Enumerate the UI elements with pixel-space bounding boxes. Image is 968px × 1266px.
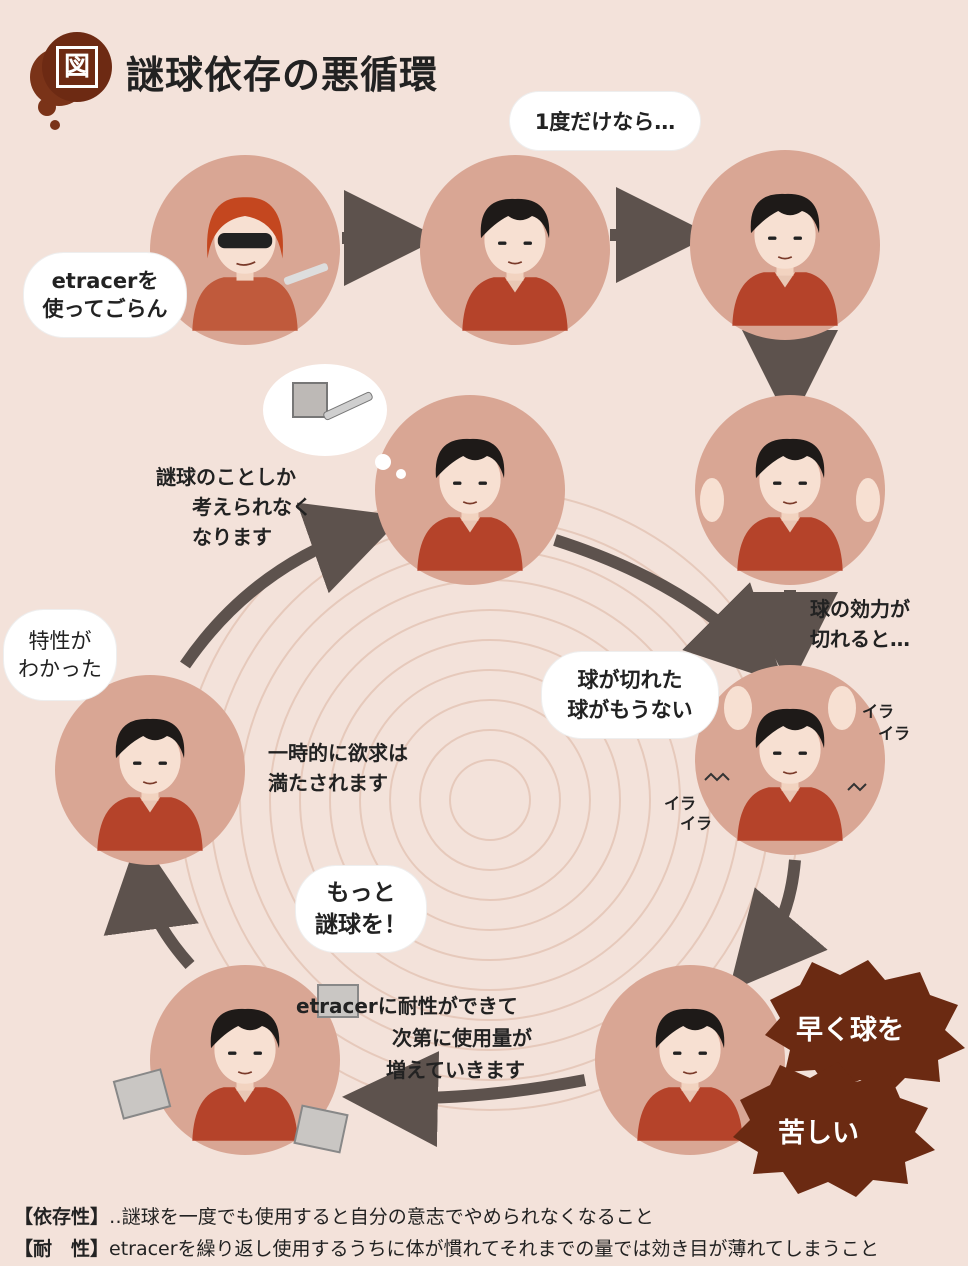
wearoff-line-1: 球の効力が — [810, 597, 910, 621]
ira-label-1: イラ — [862, 702, 895, 721]
footnote-dependence-text: ‥謎球を一度でも使用すると自分の意志でやめられなくなること — [109, 1206, 654, 1228]
footnote-tolerance: 【耐 性】etracerを繰り返し使用するうちに体が慣れてそれまでの量では効き目… — [14, 1234, 879, 1261]
speech-bubble-found: 特性が わかった — [4, 610, 116, 700]
footnote-tolerance-text: etracerを繰り返し使用するうちに体が慣れてそれまでの量では効き目が薄れてし… — [109, 1238, 879, 1260]
ira-label-3: イラ — [664, 794, 697, 813]
page-title: 謎球依存の悪循環 — [126, 53, 439, 97]
burst-shapes — [733, 960, 965, 1197]
stage-satisfied-circle — [55, 675, 245, 865]
title-badge: 図 — [42, 32, 112, 102]
obsessed-line-3: なります — [192, 525, 272, 549]
speech-bubble-out: 球が切れた 球がもうない — [542, 652, 718, 738]
tolerance-line-1: etracerに耐性ができて — [296, 994, 518, 1018]
burst-suffering-label: 苦しい — [778, 1118, 859, 1149]
stage-craving-circle — [695, 395, 885, 585]
stage-obsessed-circle — [375, 395, 565, 585]
found-line-2: わかった — [18, 657, 102, 681]
found-line-1: 特性が — [28, 629, 92, 653]
stage-use-circle — [690, 150, 880, 340]
satisfied-line-2: 満たされます — [268, 771, 388, 795]
try-once-text: 1度だけなら… — [534, 110, 676, 134]
caption-obsessed: 謎球のことしか 考えられなく なります — [156, 462, 312, 552]
out-line-1: 球が切れた — [577, 668, 683, 692]
satisfied-line-1: 一時的に欲求は — [268, 741, 408, 765]
top-arrows — [342, 187, 838, 688]
stage-irritated-circle — [695, 665, 885, 855]
caption-tolerance: etracerに耐性ができて 次第に使用量が 増えていきます — [296, 990, 532, 1086]
tolerance-line-3: 増えていきます — [386, 1058, 525, 1082]
thought-bubble — [263, 364, 406, 479]
burst-hurry-label: 早く球を — [796, 1015, 904, 1046]
footnote-tolerance-label: 【耐 性】 — [14, 1238, 110, 1260]
speech-bubble-try-once: 1度だけなら… — [510, 92, 700, 150]
obsessed-line-2: 考えられなく — [192, 495, 312, 519]
stage-tolerance-circle — [112, 965, 359, 1155]
stage-withdrawal-circle — [595, 965, 785, 1155]
ira-label-2: イラ — [878, 724, 911, 743]
footnote-dependence-label: 【依存性】 — [14, 1206, 110, 1228]
more-line-2: 謎球を！ — [315, 912, 407, 938]
out-line-2: 球がもうない — [567, 698, 693, 722]
ira-label-4: イラ — [680, 814, 713, 833]
caption-satisfied: 一時的に欲求は 満たされます — [268, 738, 408, 798]
dealer-line-1: etracerを — [51, 269, 159, 293]
speech-bubble-more: もっと 謎球を！ — [296, 866, 426, 952]
irritation-marks — [704, 772, 867, 792]
stage-try-circle — [420, 155, 610, 345]
wearoff-line-2: 切れると… — [810, 627, 910, 651]
title-badge-label: 図 — [56, 46, 98, 88]
caption-wearoff: 球の効力が 切れると… — [810, 594, 910, 654]
dealer-line-2: 使ってごらん — [42, 297, 168, 321]
more-line-1: もっと — [326, 880, 396, 906]
tolerance-line-2: 次第に使用量が — [392, 1026, 532, 1050]
obsessed-line-1: 謎球のことしか — [156, 465, 296, 489]
stage-dealer-circle — [150, 155, 340, 345]
speech-bubble-dealer: etracerを 使ってごらん — [24, 253, 186, 337]
loop-arrows — [103, 502, 828, 1148]
footnote-dependence: 【依存性】‥謎球を一度でも使用すると自分の意志でやめられなくなること — [14, 1202, 654, 1229]
